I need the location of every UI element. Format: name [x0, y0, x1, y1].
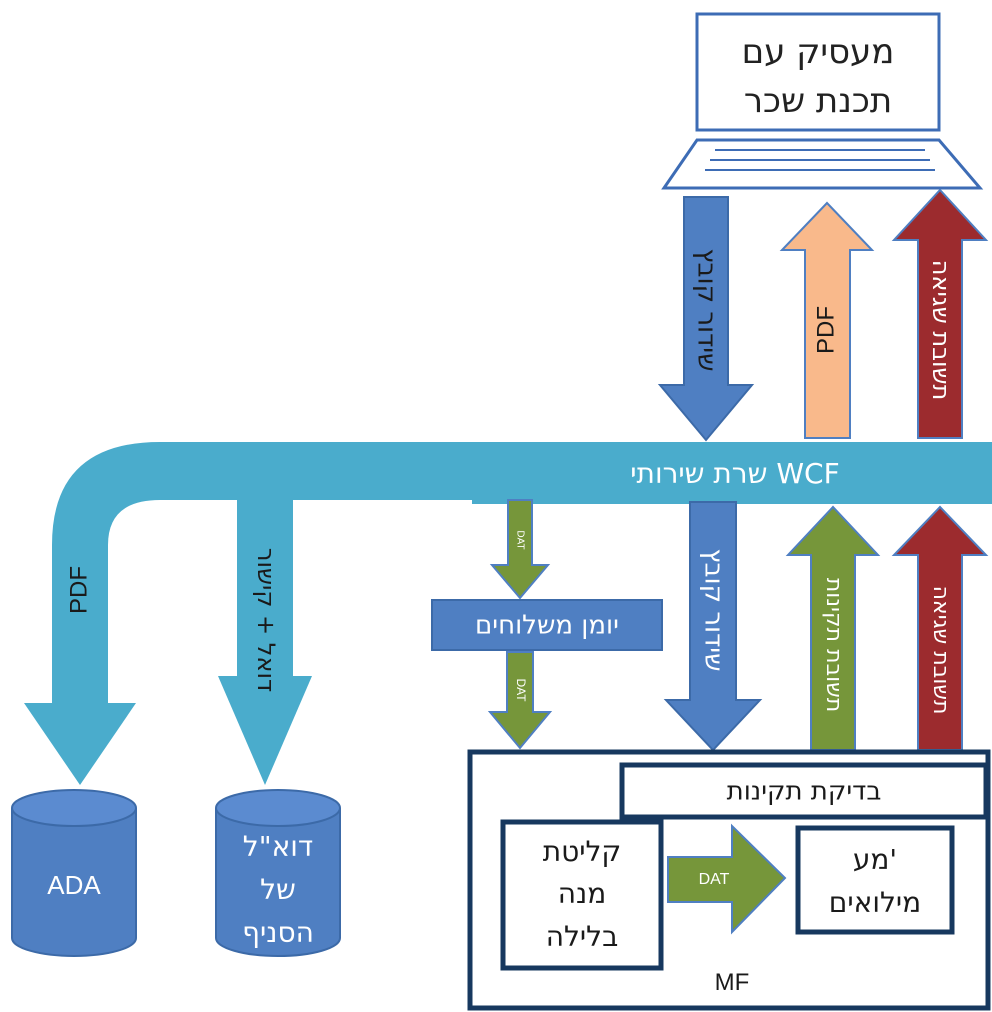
submit-file-arrow-lower: שידור קובץ [663, 501, 763, 752]
submit-file-arrow-upper: שידור קובץ [657, 196, 755, 442]
night-intake-line2: מנה [558, 877, 607, 910]
dat-arrow-lower: DAT [487, 651, 553, 750]
submit-file-label-lower: שידור קובץ [699, 548, 729, 671]
branch-email-line2: של [260, 873, 296, 906]
delivery-journal: יומן משלוחים [431, 599, 663, 651]
pdf-up-arrow: PDF [779, 201, 875, 439]
error-response-label-upper: תשובת שגיאה [927, 260, 955, 401]
valid-response-arrow: תשובת תקינות [785, 505, 881, 751]
pdf-arrow-head [24, 703, 136, 785]
branch-email-line3: הסניף [242, 916, 314, 949]
mf-system: בדיקת תקינות קליטת מנה בלילה DAT מע' מיל… [467, 749, 991, 1011]
error-response-arrow-lower: תשובת שגיאה [891, 505, 989, 751]
dat-internal-label: DAT [699, 871, 730, 888]
dat-label-lower: DAT [514, 678, 528, 702]
validation-label: בדיקת תקינות [727, 777, 882, 807]
laptop-label-line1: מעסיק עם [742, 32, 895, 72]
laptop-screen [695, 12, 941, 132]
night-intake-line1: קליטת [543, 835, 622, 868]
dat-arrow-upper: DAT [489, 499, 551, 600]
error-response-label-lower: תשובת שגיאה [928, 586, 953, 715]
pdf-up-label: PDF [812, 306, 839, 354]
email-arrow-head [218, 676, 312, 785]
dat-internal-arrow [667, 823, 787, 935]
night-intake-line3: בלילה [546, 920, 619, 953]
email-link-label: דואל + קישור [252, 548, 280, 692]
dat-label-upper: DAT [514, 530, 525, 549]
ada-database: ADA [11, 789, 137, 957]
laptop-employer: מעסיק עם תכנת שכר [661, 12, 984, 190]
reserves-box [795, 825, 955, 935]
laptop-label-line2: תכנת שכר [744, 81, 892, 121]
night-intake-box [500, 819, 664, 971]
ada-label: ADA [47, 870, 101, 900]
wcf-label: שרת שירותי WCF [630, 457, 839, 490]
valid-response-label: תשובת תקינות [821, 578, 846, 712]
submit-file-label-upper: שידור קובץ [692, 248, 722, 371]
reserves-line1: מע' [853, 843, 897, 876]
branch-email-database: דוא"ל של הסניף [215, 789, 341, 957]
laptop-keyboard [661, 138, 984, 190]
error-response-arrow-upper: תשובת שגיאה [891, 188, 989, 439]
validation-box [619, 762, 989, 820]
reserves-line2: מילואים [829, 886, 921, 919]
pdf-down-label: PDF [65, 566, 92, 614]
teal-pipe: PDF דואל + קישור [24, 442, 472, 785]
wcf-server-bar: שרת שירותי WCF [472, 442, 992, 504]
mf-label: MF [715, 969, 750, 996]
branch-email-line1: דוא"ל [243, 830, 313, 863]
journal-label: יומן משלוחים [475, 611, 619, 641]
